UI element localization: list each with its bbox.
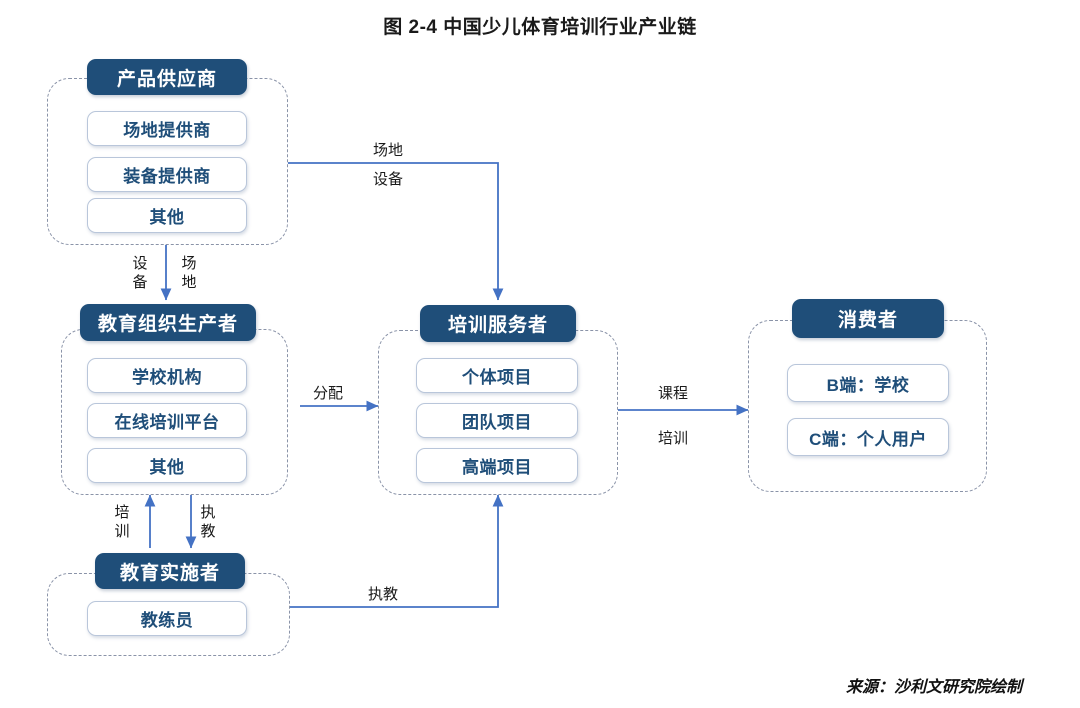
group-header-consumer[interactable]: 消费者: [792, 299, 944, 338]
item-b-side-school[interactable]: B端：学校: [787, 364, 949, 402]
item-supplier-other[interactable]: 其他: [87, 198, 247, 233]
item-premium-program[interactable]: 高端项目: [416, 448, 578, 483]
item-venue-provider[interactable]: 场地提供商: [87, 111, 247, 146]
label-producer-to-training: 分配: [313, 385, 344, 402]
label-producer-to-implementer: 执教: [200, 504, 216, 540]
item-online-training-platform[interactable]: 在线培训平台: [87, 403, 247, 438]
group-header-education-producer[interactable]: 教育组织生产者: [80, 304, 256, 341]
label-training-to-consumer-top: 课程: [658, 385, 689, 402]
item-individual-program[interactable]: 个体项目: [416, 358, 578, 393]
item-equipment-provider[interactable]: 装备提供商: [87, 157, 247, 192]
label-supplier-to-training-top: 场地: [373, 142, 404, 159]
item-producer-other[interactable]: 其他: [87, 448, 247, 483]
label-implementer-to-training: 执教: [368, 586, 399, 603]
group-header-training-service[interactable]: 培训服务者: [420, 305, 576, 342]
label-implementer-to-producer: 培训: [114, 504, 130, 540]
group-header-education-implementer[interactable]: 教育实施者: [95, 553, 245, 589]
label-supplier-to-producer-right: 场地: [181, 255, 197, 291]
item-coach[interactable]: 教练员: [87, 601, 247, 636]
label-training-to-consumer-bottom: 培训: [658, 430, 689, 447]
group-header-product-supplier[interactable]: 产品供应商: [87, 59, 247, 95]
source-note: 来源：沙利文研究院绘制: [845, 679, 1022, 696]
item-c-side-individual[interactable]: C端：个人用户: [787, 418, 949, 456]
group-consumer: [748, 320, 987, 492]
item-school-institution[interactable]: 学校机构: [87, 358, 247, 393]
item-team-program[interactable]: 团队项目: [416, 403, 578, 438]
label-supplier-to-training-bottom: 设备: [373, 171, 404, 188]
page-title: 图 2-4 中国少儿体育培训行业产业链: [383, 17, 697, 38]
label-supplier-to-producer-left: 设备: [132, 255, 148, 291]
